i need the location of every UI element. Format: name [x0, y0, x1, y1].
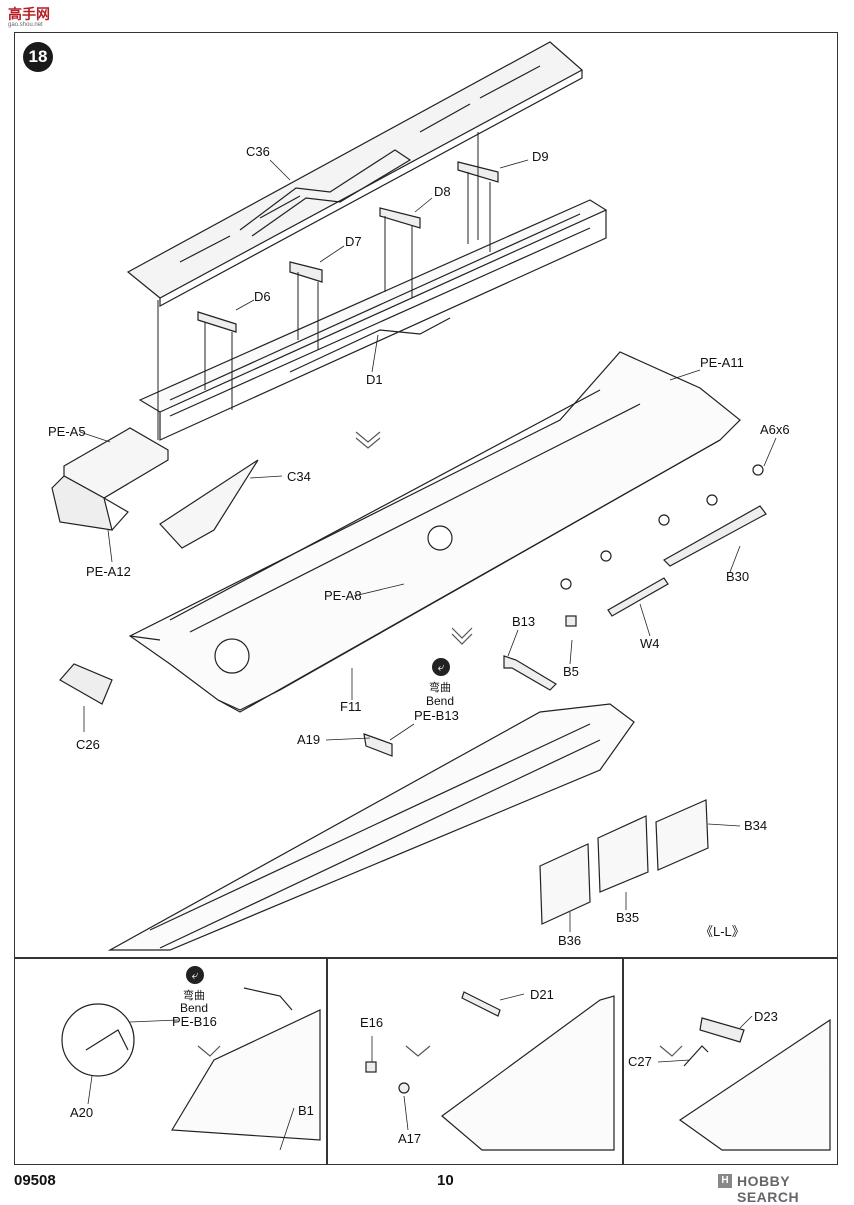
label-b1: B1 — [298, 1103, 314, 1118]
detail-left-drawing — [61, 987, 321, 1141]
label-pe-a11: PE-A11 — [700, 355, 744, 370]
bend-label-cn: 弯曲 — [429, 682, 451, 694]
subframe-right — [623, 958, 838, 1165]
label-e16: E16 — [360, 1015, 384, 1030]
lid-c36-drawing — [126, 41, 584, 308]
bend-label-en-2: Bend — [180, 1001, 209, 1015]
bend-label-cn-2: 弯曲 — [183, 990, 205, 1002]
site-logo: 高手网 — [8, 6, 50, 22]
label-b30: B30 — [726, 569, 750, 584]
hull-f11-drawing — [128, 351, 741, 713]
label-d21: D21 — [530, 987, 554, 1002]
subframe-middle — [327, 958, 623, 1165]
label-c36: C36 — [246, 144, 270, 159]
brackets-d6-d9-drawing — [197, 161, 499, 333]
label-b13: B13 — [512, 614, 536, 629]
label-c26: C26 — [76, 737, 100, 752]
assembly-arrows — [157, 132, 491, 440]
label-w4: W4 — [640, 636, 660, 651]
label-pe-b13: PE-B13 — [414, 708, 459, 723]
label-b35: B35 — [616, 910, 640, 925]
label-d1: D1 — [366, 372, 383, 387]
label-d6: D6 — [254, 289, 271, 304]
brand-watermark: HOBBY SEARCH — [737, 1173, 800, 1205]
page-number: 10 — [437, 1172, 454, 1189]
label-pe-a5: PE-A5 — [48, 424, 86, 439]
part-c26-drawing — [59, 663, 113, 705]
bend-icon-2: ⤶ — [186, 966, 204, 984]
label-a19: A19 — [297, 732, 321, 747]
label-b36: B36 — [558, 933, 582, 948]
label-f11: F11 — [340, 699, 362, 714]
label-a6x6: A6x6 — [760, 422, 790, 437]
subframe-left — [14, 958, 327, 1165]
bend-label-en: Bend — [426, 694, 455, 708]
detail-middle-drawing — [365, 991, 615, 1151]
label-d23: D23 — [754, 1009, 778, 1024]
label-d9: D9 — [532, 149, 549, 164]
brand-logo-mark: H — [718, 1174, 732, 1188]
label-d7: D7 — [345, 234, 362, 249]
label-a20: A20 — [70, 1105, 94, 1120]
label-b5: B5 — [563, 664, 579, 679]
label-a17: A17 — [398, 1131, 422, 1146]
label-c27: C27 — [628, 1054, 652, 1069]
label-d8: D8 — [434, 184, 451, 199]
label-ll: 《L-L》 — [700, 924, 745, 939]
label-pe-a8: PE-A8 — [324, 588, 362, 603]
rail-d1-drawing — [138, 199, 608, 441]
label-b34: B34 — [744, 818, 768, 833]
product-code: 09508 — [14, 1172, 56, 1189]
main-step-frame — [14, 32, 838, 958]
label-c34: C34 — [287, 469, 311, 484]
step-number-badge: 18 — [23, 42, 53, 72]
part-b13-drawing — [503, 655, 557, 691]
armor-plates-drawing — [539, 799, 709, 925]
step-arrows — [197, 431, 683, 1057]
label-leaders — [79, 159, 777, 1151]
lower-hull-drawing — [107, 703, 635, 951]
site-logo-subtitle: gao.shou.net — [8, 22, 43, 28]
detail-right-drawing — [678, 1017, 831, 1151]
label-pe-b16: PE-B16 — [172, 1014, 217, 1029]
front-end-pe-a5-drawing — [51, 427, 259, 549]
label-pe-a12: PE-A12 — [86, 564, 131, 579]
side-parts-drawing — [560, 464, 767, 627]
bend-icon: ⤶ — [432, 658, 450, 676]
